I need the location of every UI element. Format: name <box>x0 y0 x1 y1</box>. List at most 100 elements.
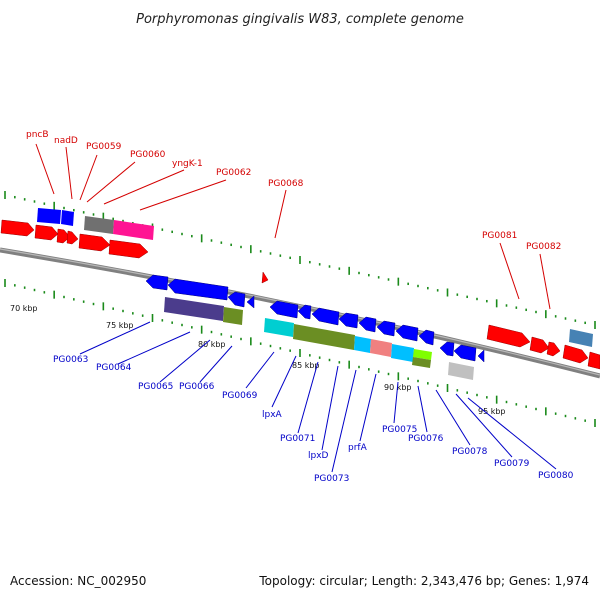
tick-minor <box>230 243 232 247</box>
tick-minor <box>14 195 16 199</box>
tick-minor <box>358 365 360 369</box>
tick-minor <box>171 321 173 324</box>
tick-minor <box>289 349 291 352</box>
callout-line-reverse <box>271 355 297 408</box>
cog-bar-olive <box>293 324 355 350</box>
tick-row-bottom <box>4 279 596 427</box>
tick-major <box>299 349 301 357</box>
reverse-gene-arrow <box>453 344 477 362</box>
tick-minor <box>554 412 557 415</box>
tick-minor <box>43 202 46 205</box>
tick-minor <box>427 382 429 385</box>
cog-bar-steel <box>569 329 593 347</box>
reverse-gene-arrow <box>167 278 229 301</box>
callout-lines <box>35 143 557 473</box>
tick-minor <box>476 297 478 301</box>
gene-label-forward: PG0062 <box>216 168 251 178</box>
callout-line-reverse <box>297 361 319 434</box>
tick-minor <box>220 241 223 244</box>
reverse-gene-arrow <box>376 320 396 337</box>
gene-label-reverse: PG0073 <box>314 474 349 484</box>
gene-label-reverse: lpxA <box>262 410 283 420</box>
callout-line-reverse <box>393 381 399 424</box>
tick-minor <box>417 284 419 288</box>
tick-minor <box>23 286 26 289</box>
callout-line-reverse <box>245 351 275 389</box>
tick-major <box>151 314 154 322</box>
gene-label-forward: PG0059 <box>86 142 122 152</box>
cog-bar-sky <box>391 344 414 362</box>
tick-minor <box>309 354 311 357</box>
tick-minor <box>210 330 213 334</box>
gene-label-reverse: PG0080 <box>538 471 574 481</box>
reverse-gene-arrow <box>418 329 435 346</box>
tick-minor <box>191 234 193 238</box>
tick-minor <box>574 319 577 322</box>
tick-minor <box>210 239 213 242</box>
gene-label-forward: PG0081 <box>482 231 517 241</box>
callout-line-reverse <box>159 339 211 383</box>
tick-minor <box>132 312 134 315</box>
cog-bar-blue <box>61 210 74 226</box>
cog-bar-olive <box>223 307 243 325</box>
gene-label-reverse: PG0069 <box>222 391 258 401</box>
cog-bar-blue <box>37 208 61 224</box>
tick-major <box>397 372 400 381</box>
tick-major <box>446 288 449 297</box>
cog-bar-pink <box>113 220 154 240</box>
tick-minor <box>318 356 321 359</box>
reverse-strand <box>145 274 485 363</box>
tick-minor <box>269 252 272 255</box>
tick-minor <box>564 317 567 320</box>
kbp-label: 70 kbp <box>10 304 38 313</box>
tick-major <box>594 321 596 329</box>
tick-minor <box>564 414 567 418</box>
tick-major <box>200 325 203 334</box>
tick-minor <box>191 326 193 329</box>
tick-major <box>53 290 55 299</box>
gene-label-reverse: prfA <box>348 443 368 453</box>
callout-line-reverse <box>321 365 339 451</box>
reverse-gene-arrow <box>297 304 312 320</box>
reverse-gene-arrow <box>269 300 299 319</box>
tick-minor <box>259 342 262 345</box>
tick-minor <box>377 276 380 279</box>
tick-minor <box>161 319 164 322</box>
forward-gene-arrow <box>261 271 269 284</box>
tick-major <box>250 337 252 346</box>
accession-text: Accession: NC_002950 <box>10 574 146 588</box>
reverse-gene-arrow <box>439 341 455 357</box>
tick-major <box>348 266 350 275</box>
gene-label-reverse: PG0075 <box>382 425 417 435</box>
kbp-label: 80 kbp <box>198 340 226 349</box>
gene-label-forward: nadD <box>54 136 78 146</box>
tick-minor <box>289 256 291 260</box>
callout-line-reverse <box>417 385 428 433</box>
tick-minor <box>112 307 114 310</box>
forward-gene-arrow <box>0 219 35 237</box>
tick-minor <box>368 273 370 277</box>
tick-major <box>545 407 547 416</box>
tick-minor <box>535 310 537 314</box>
reverse-gene-arrow <box>358 316 377 333</box>
reverse-cog-bars <box>164 297 474 380</box>
tick-minor <box>161 228 164 231</box>
tick-minor <box>181 323 183 327</box>
tick-minor <box>309 260 311 264</box>
cog-bar-olive <box>412 357 431 368</box>
tick-major <box>4 191 6 199</box>
kbp-label: 85 kbp <box>292 361 320 370</box>
reverse-gene-arrow <box>311 307 340 326</box>
tick-minor <box>407 282 409 286</box>
forward-gene-arrow <box>108 239 149 259</box>
callout-line-forward <box>79 154 98 201</box>
tick-minor <box>574 417 577 420</box>
reverse-gene-arrow <box>395 324 419 342</box>
tick-minor <box>584 419 586 422</box>
genome-backbone <box>0 247 600 379</box>
tick-major <box>495 299 498 308</box>
reverse-gene-arrow <box>338 312 359 329</box>
tick-minor <box>505 400 508 404</box>
gene-label-reverse: PG0066 <box>179 382 215 392</box>
tick-minor <box>515 403 518 406</box>
